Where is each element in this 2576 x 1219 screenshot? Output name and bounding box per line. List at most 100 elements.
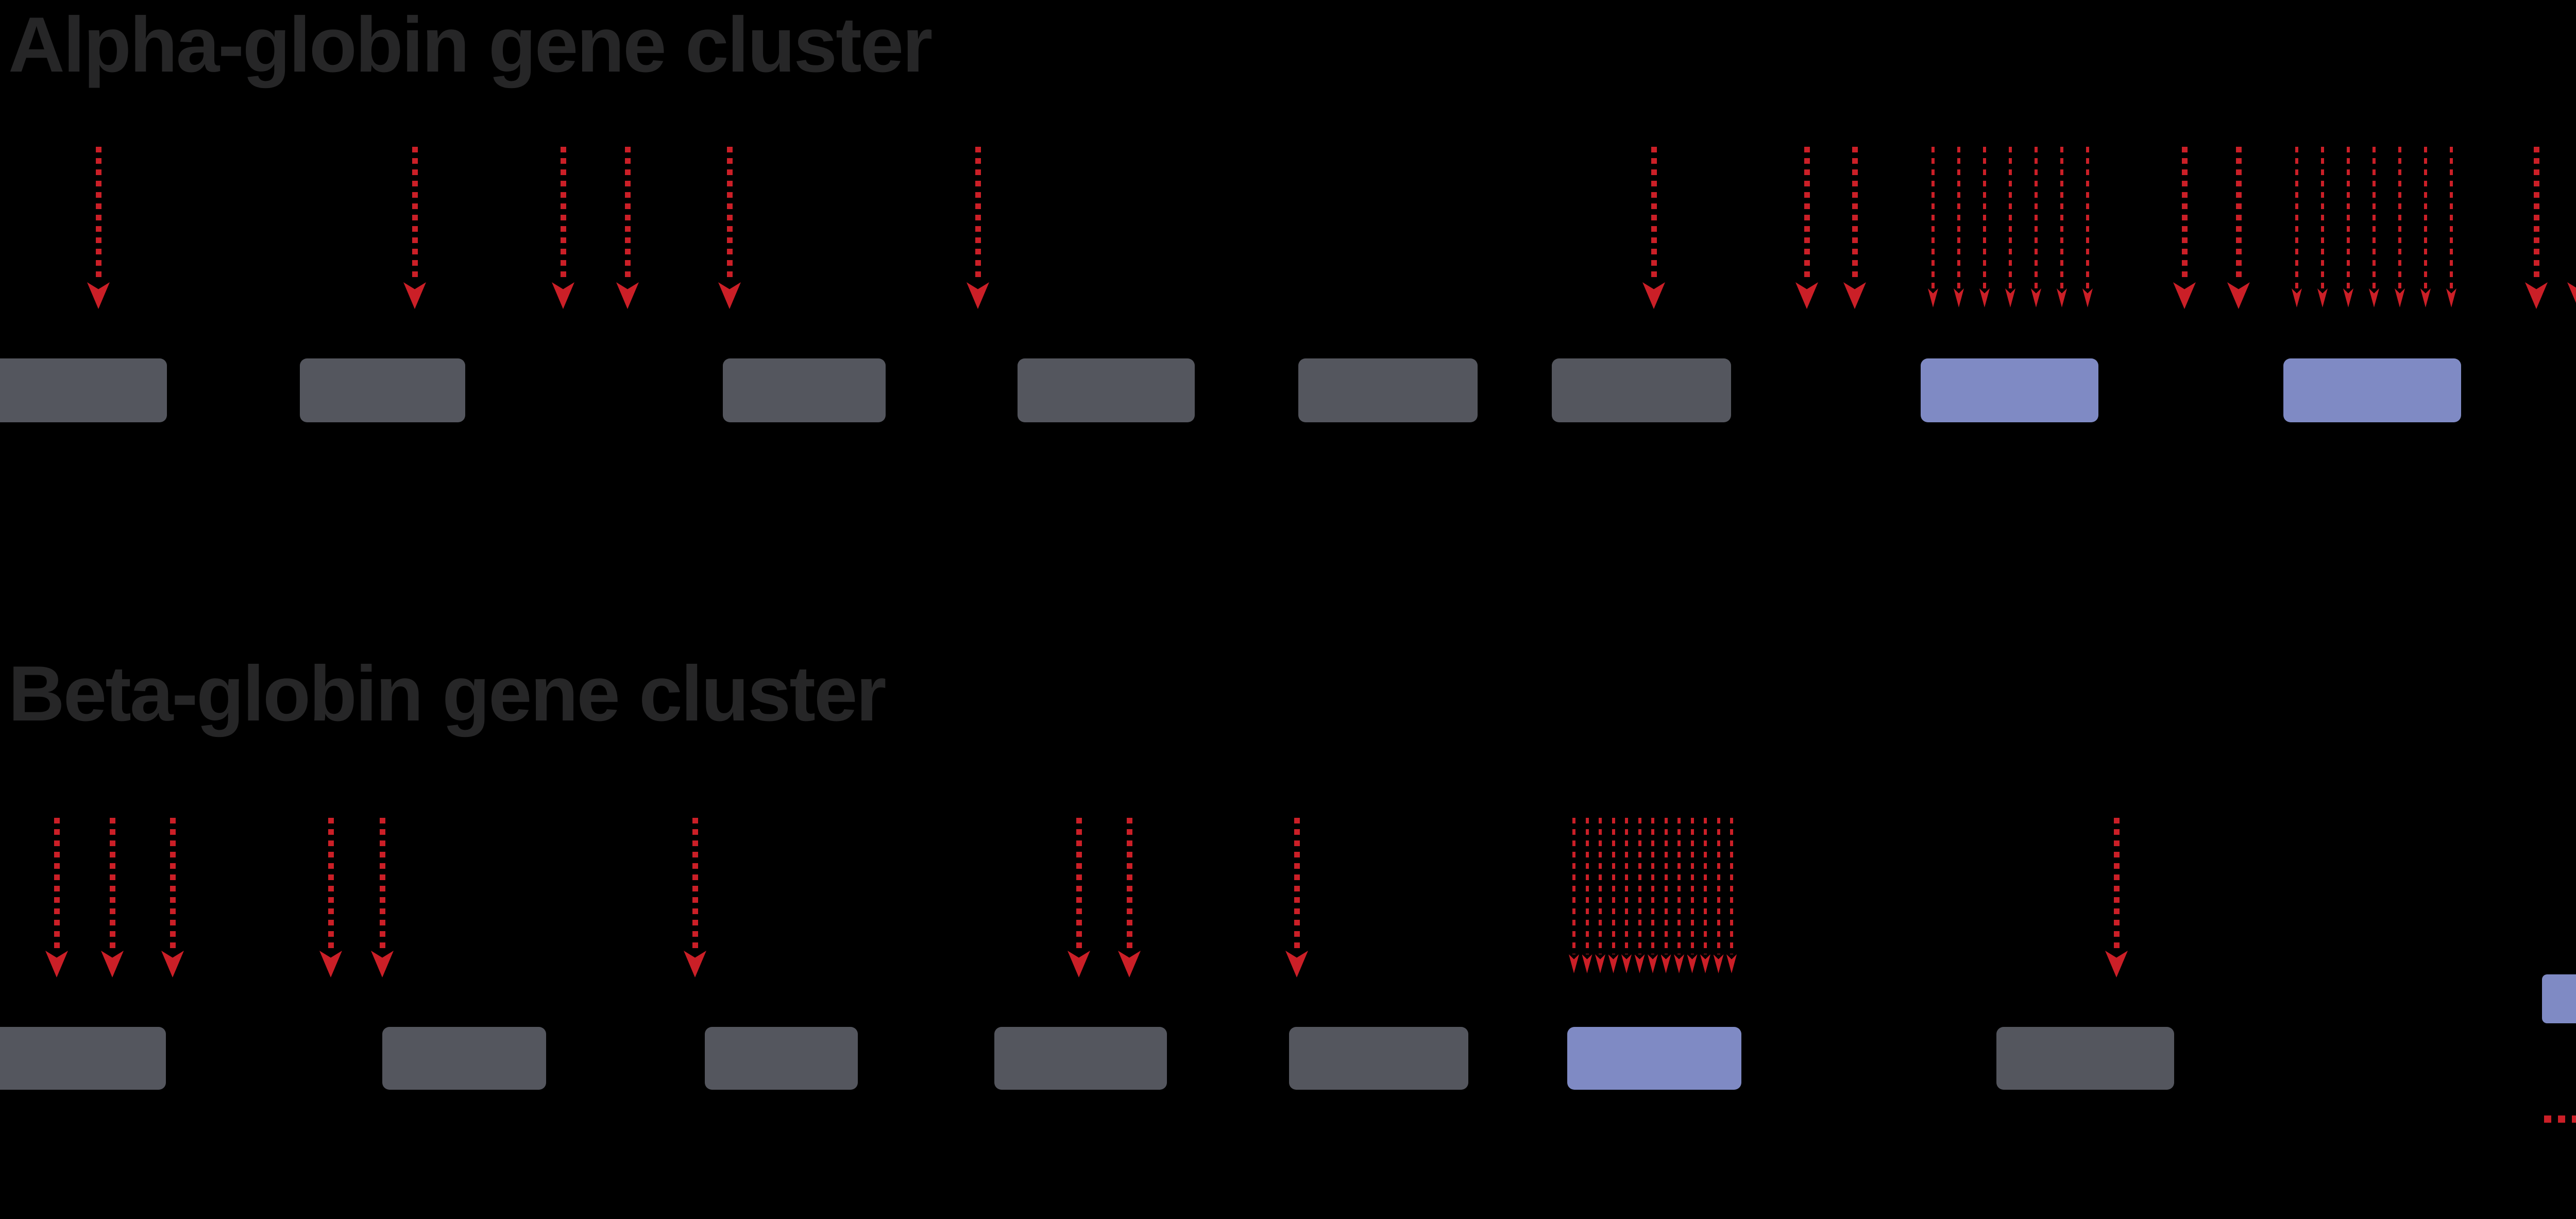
arrowhead-down-icon bbox=[1660, 954, 1671, 973]
arrow-dashed-line bbox=[1717, 818, 1720, 954]
arrowhead-down-icon bbox=[2317, 288, 2328, 307]
gene-box-blue bbox=[2283, 358, 2461, 422]
arrow-dashed-line bbox=[1931, 147, 1935, 288]
gene-box-blue bbox=[1567, 1027, 1741, 1090]
arrow-dashed-line bbox=[1730, 818, 1733, 954]
arrowhead-down-icon bbox=[2420, 288, 2431, 307]
gene-box-gray bbox=[1552, 358, 1731, 422]
arrow-dashed-line bbox=[1294, 818, 1300, 951]
alu-insertion-arrow-small bbox=[2395, 147, 2405, 307]
arrow-dashed-line bbox=[1625, 818, 1628, 954]
arrow-dashed-line bbox=[2398, 147, 2401, 288]
alu-insertion-arrow-small bbox=[1979, 147, 1990, 307]
arrowhead-down-icon bbox=[319, 951, 342, 977]
arrowhead-down-icon bbox=[1621, 954, 1632, 973]
arrowhead-down-icon bbox=[371, 951, 394, 977]
arrowhead-down-icon bbox=[2292, 288, 2302, 307]
gene-box-gray bbox=[0, 1027, 166, 1090]
arrow-dashed-line bbox=[624, 147, 631, 282]
arrow-dashed-line bbox=[2533, 147, 2539, 282]
arrowhead-down-icon bbox=[2005, 288, 2015, 307]
arrow-dashed-line bbox=[2035, 147, 2038, 288]
arrow-dashed-line bbox=[2295, 147, 2298, 288]
alu-insertion-arrow-large bbox=[552, 147, 574, 309]
arrow-dashed-line bbox=[2060, 147, 2063, 288]
arrowhead-down-icon bbox=[161, 951, 184, 977]
arrowhead-down-icon bbox=[967, 282, 989, 309]
alu-insertion-arrow-small bbox=[1713, 818, 1724, 973]
arrow-dashed-line bbox=[2086, 147, 2089, 288]
alu-insertion-arrow-large bbox=[1843, 147, 1866, 309]
alu-insertion-arrow-small bbox=[2292, 147, 2302, 307]
arrowhead-down-icon bbox=[1067, 951, 1090, 977]
arrowhead-down-icon bbox=[101, 951, 124, 977]
alpha-globin-cluster-title: Alpha-globin gene cluster bbox=[8, 1, 933, 89]
arrow-dashed-line bbox=[109, 818, 115, 951]
arrowhead-down-icon bbox=[718, 282, 741, 309]
arrowhead-down-icon bbox=[1634, 954, 1645, 973]
arrow-dashed-line bbox=[1677, 818, 1681, 954]
alu-insertion-arrow-small bbox=[1595, 818, 1605, 973]
arrowhead-down-icon bbox=[2031, 288, 2041, 307]
alu-insertion-arrow-small bbox=[1608, 818, 1619, 973]
alu-insertion-arrow-small bbox=[1634, 818, 1645, 973]
gene-box-gray bbox=[300, 358, 465, 422]
arrow-dashed-line bbox=[379, 818, 385, 951]
arrow-dashed-line bbox=[1585, 818, 1589, 954]
arrowhead-down-icon bbox=[403, 282, 426, 309]
arrowhead-down-icon bbox=[2525, 282, 2548, 309]
alu-insertion-arrow-small bbox=[2317, 147, 2328, 307]
alu-insertion-arrow-large bbox=[319, 818, 342, 977]
gene-box-gray bbox=[1289, 1027, 1468, 1090]
gene-box-gray bbox=[0, 358, 167, 422]
arrowhead-down-icon bbox=[1795, 282, 1818, 309]
arrow-dashed-line bbox=[1638, 818, 1641, 954]
alu-insertion-arrow-large bbox=[87, 147, 110, 309]
alu-insertion-arrow-large bbox=[2227, 147, 2250, 309]
alu-insertion-arrow-large bbox=[45, 818, 68, 977]
arrow-dashed-line bbox=[1599, 818, 1602, 954]
alu-insertion-arrow-small bbox=[2057, 147, 2067, 307]
gene-box-gray bbox=[705, 1027, 858, 1090]
arrow-dashed-line bbox=[328, 818, 334, 951]
arrowhead-down-icon bbox=[1928, 288, 1938, 307]
arrowhead-down-icon bbox=[2567, 282, 2576, 309]
gene-box-gray bbox=[723, 358, 886, 422]
alu-insertion-arrow-small bbox=[2031, 147, 2041, 307]
arrow-dashed-line bbox=[2235, 147, 2242, 282]
arrowhead-down-icon bbox=[1700, 954, 1710, 973]
arrowhead-down-icon bbox=[2105, 951, 2128, 977]
arrow-dashed-line bbox=[2544, 1115, 2576, 1123]
alu-insertion-arrow-large bbox=[1067, 818, 1090, 977]
alu-insertion-arrow-small bbox=[1726, 818, 1737, 973]
gene-box-gray bbox=[1018, 358, 1195, 422]
gene-box-gray bbox=[1298, 358, 1478, 422]
arrowhead-down-icon bbox=[1726, 954, 1737, 973]
arrow-dashed-line bbox=[54, 818, 60, 951]
alu-insertion-arrow-small bbox=[2446, 147, 2456, 307]
alu-insertion-arrow-small bbox=[1928, 147, 1938, 307]
arrow-dashed-line bbox=[1664, 818, 1668, 954]
alu-insertion-arrow-small bbox=[1687, 818, 1698, 973]
arrowhead-down-icon bbox=[1569, 954, 1579, 973]
arrowhead-down-icon bbox=[1285, 951, 1308, 977]
arrow-dashed-line bbox=[1651, 147, 1657, 282]
arrowhead-down-icon bbox=[1648, 954, 1658, 973]
arrow-dashed-line bbox=[560, 147, 566, 282]
alu-insertion-arrow-large bbox=[1795, 147, 1818, 309]
alu-insertion-arrow-large bbox=[101, 818, 124, 977]
arrowhead-down-icon bbox=[1979, 288, 1990, 307]
arrowhead-down-icon bbox=[1843, 282, 1866, 309]
legend-gene-box-swatch bbox=[2542, 974, 2576, 1023]
alu-insertion-arrow-large bbox=[2173, 147, 2196, 309]
arrowhead-down-icon bbox=[2343, 288, 2353, 307]
alu-insertion-arrow-large bbox=[967, 147, 989, 309]
arrowhead-down-icon bbox=[1582, 954, 1592, 973]
arrow-dashed-line bbox=[2009, 147, 2012, 288]
arrow-dashed-line bbox=[2450, 147, 2453, 288]
alu-insertion-arrow-small bbox=[1648, 818, 1658, 973]
arrow-dashed-line bbox=[1076, 818, 1082, 951]
alu-insertion-arrow-small bbox=[1582, 818, 1592, 973]
alu-insertion-arrow-small bbox=[1954, 147, 1964, 307]
arrowhead-down-icon bbox=[87, 282, 110, 309]
